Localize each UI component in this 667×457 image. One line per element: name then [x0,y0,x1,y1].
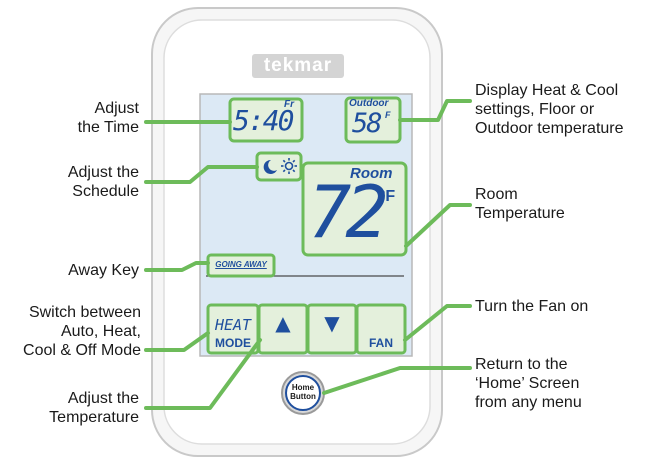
callout-line: Away Key [68,262,139,279]
callout-adjust-schedule: Adjust the Schedule [68,163,139,201]
callout-line: Cool & Off Mode [23,342,141,359]
callout-line: Outdoor temperature [475,120,624,137]
callout-adjust-temperature: Adjust the Temperature [49,389,139,427]
up-arrow-icon: ▲ [275,311,291,335]
callout-return-home: Return to the ‘Home’ Screen from any men… [475,355,582,412]
home-button[interactable]: Home Button [286,376,320,410]
callout-adjust-time: Adjust the Time [78,99,139,137]
down-button[interactable]: ▼ [308,305,356,353]
room-value: 72 [308,170,389,254]
up-button[interactable]: ▲ [259,305,307,353]
home-button-line1: Home [291,383,315,392]
away-box [206,253,276,278]
leader-room-temperature [404,203,472,248]
leader-display-settings [398,99,472,122]
time-value: 5:40 [233,104,294,137]
leader-away-key [144,261,210,272]
down-arrow-icon: ▼ [324,311,340,335]
callout-line: Adjust the [67,390,139,407]
callout-line: Display Heat & Cool [475,82,619,99]
callout-line: from any menu [475,394,582,411]
callout-line: Adjust the [67,164,139,181]
time-day-label: Fr [284,99,294,110]
callout-line: Temperature [49,409,139,426]
leader-switch-mode [144,331,210,352]
callout-line: Room [475,186,518,203]
callout-fan-on: Turn the Fan on [475,297,588,316]
callout-line: Auto, Heat, [60,323,141,340]
leader-lines [144,99,472,410]
outdoor-label: Outdoor [349,98,389,109]
schedule-box [255,151,303,182]
callout-away-key: Away Key [68,261,139,280]
callout-line: Switch between [28,304,141,321]
leader-return-home [322,366,472,395]
callout-line: the Time [77,119,139,136]
mode-button-label: MODE [215,336,251,350]
outdoor-unit: F [385,110,391,120]
leader-adjust-temperature [144,338,262,410]
fan-button[interactable]: FAN [357,305,405,353]
callout-line: settings, Floor or [475,101,595,118]
moon-icon [263,159,277,174]
callout-line: Temperature [475,205,565,222]
mode-button[interactable]: HEAT MODE [208,305,258,353]
leader-fan-on [403,304,472,342]
mode-current-text: HEAT [214,316,252,334]
away-key-button[interactable]: GOING AWAY [215,260,267,269]
callout-room-temperature: Room Temperature [475,185,565,223]
callout-line: Schedule [72,183,139,200]
sun-icon [281,158,297,174]
room-label: Room [350,165,393,182]
fan-button-label: FAN [369,336,393,350]
room-box [301,161,408,257]
callout-switch-mode: Switch between Auto, Heat, Cool & Off Mo… [23,303,141,360]
logo-plate [252,54,344,78]
fan-button-frame [355,303,407,355]
callout-display-settings: Display Heat & Cool settings, Floor or O… [475,81,624,138]
outdoor-value: 58 [352,108,382,139]
callout-line: ‘Home’ Screen [475,375,580,392]
home-button-face [285,375,321,411]
callout-line: Adjust [94,100,139,117]
callout-line: Turn the Fan on [475,298,589,315]
home-button-line2: Button [290,392,316,401]
callout-line: Return to the [475,356,568,373]
room-unit: °F [379,188,396,205]
leader-adjust-schedule [144,165,259,184]
brand-logo: tekmar [263,55,333,76]
